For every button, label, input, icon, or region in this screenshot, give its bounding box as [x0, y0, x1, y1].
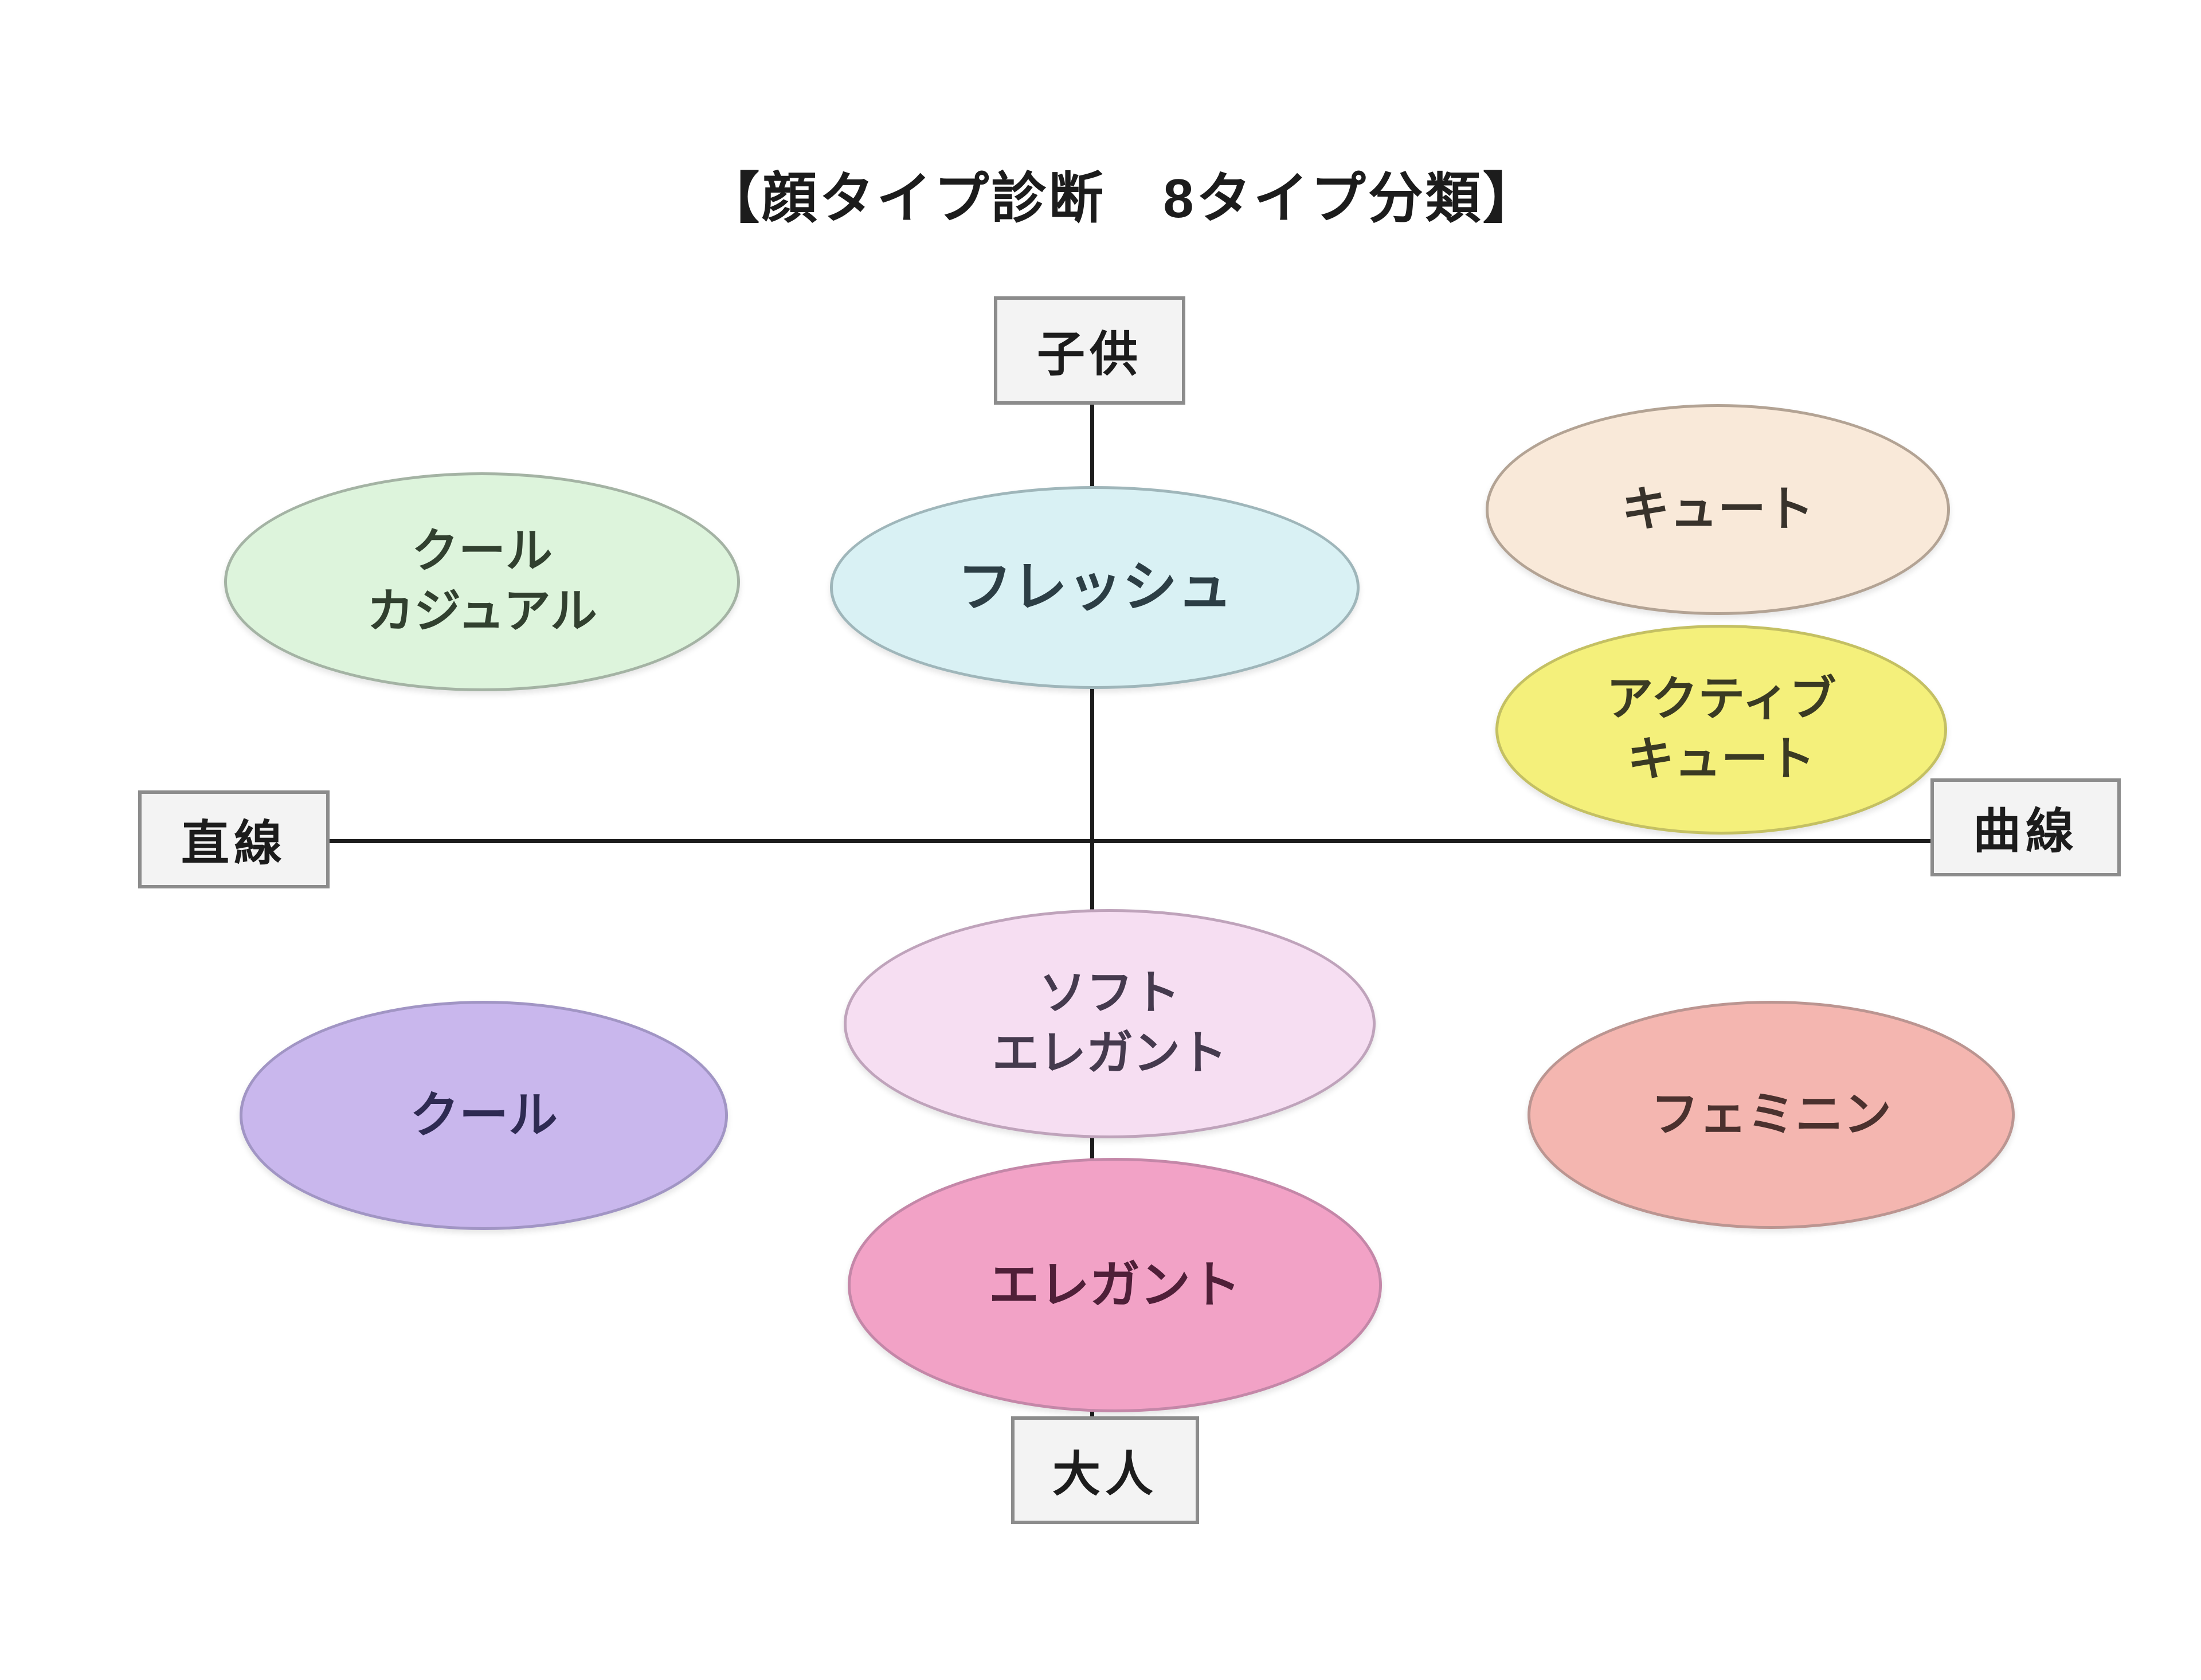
type-label-cute: キュート	[1621, 482, 1814, 536]
axis-box-straight-line: 直線	[138, 790, 330, 888]
type-bubble-soft-elegant: ソフト エレガント	[844, 909, 1376, 1138]
type-bubble-cute: キュート	[1486, 404, 1950, 615]
type-bubble-elegant: エレガント	[848, 1158, 1382, 1412]
type-label-active-cute: アクティブ キュート	[1606, 673, 1836, 785]
type-bubble-cool-casual: クール カジュアル	[224, 472, 740, 691]
axis-box-adult: 大人	[1011, 1416, 1199, 1524]
type-label-fresh: フレッシュ	[957, 556, 1232, 618]
axis-label-straight-line: 直線	[181, 816, 287, 870]
type-label-feminine: フェミニン	[1650, 1087, 1891, 1142]
type-bubble-feminine: フェミニン	[1528, 1001, 2015, 1229]
axis-label-adult: 大人	[1052, 1447, 1158, 1501]
axis-box-curved-line: 曲線	[1930, 778, 2121, 876]
type-label-cool-casual: クール カジュアル	[367, 525, 597, 637]
type-bubble-cool: クール	[240, 1001, 728, 1230]
axis-label-curved-line: 曲線	[1972, 804, 2078, 858]
type-label-cool: クール	[410, 1087, 558, 1143]
horizontal-axis-line	[328, 839, 1931, 843]
axis-box-child: 子供	[994, 296, 1185, 405]
type-bubble-active-cute: アクティブ キュート	[1495, 625, 1947, 835]
type-label-soft-elegant: ソフト エレガント	[992, 967, 1227, 1079]
type-label-elegant: エレガント	[988, 1256, 1241, 1313]
type-bubble-fresh: フレッシュ	[830, 486, 1360, 689]
page-title: 【顔タイプ診断 8タイプ分類】	[704, 168, 1540, 229]
axis-label-child: 子供	[1036, 327, 1142, 381]
